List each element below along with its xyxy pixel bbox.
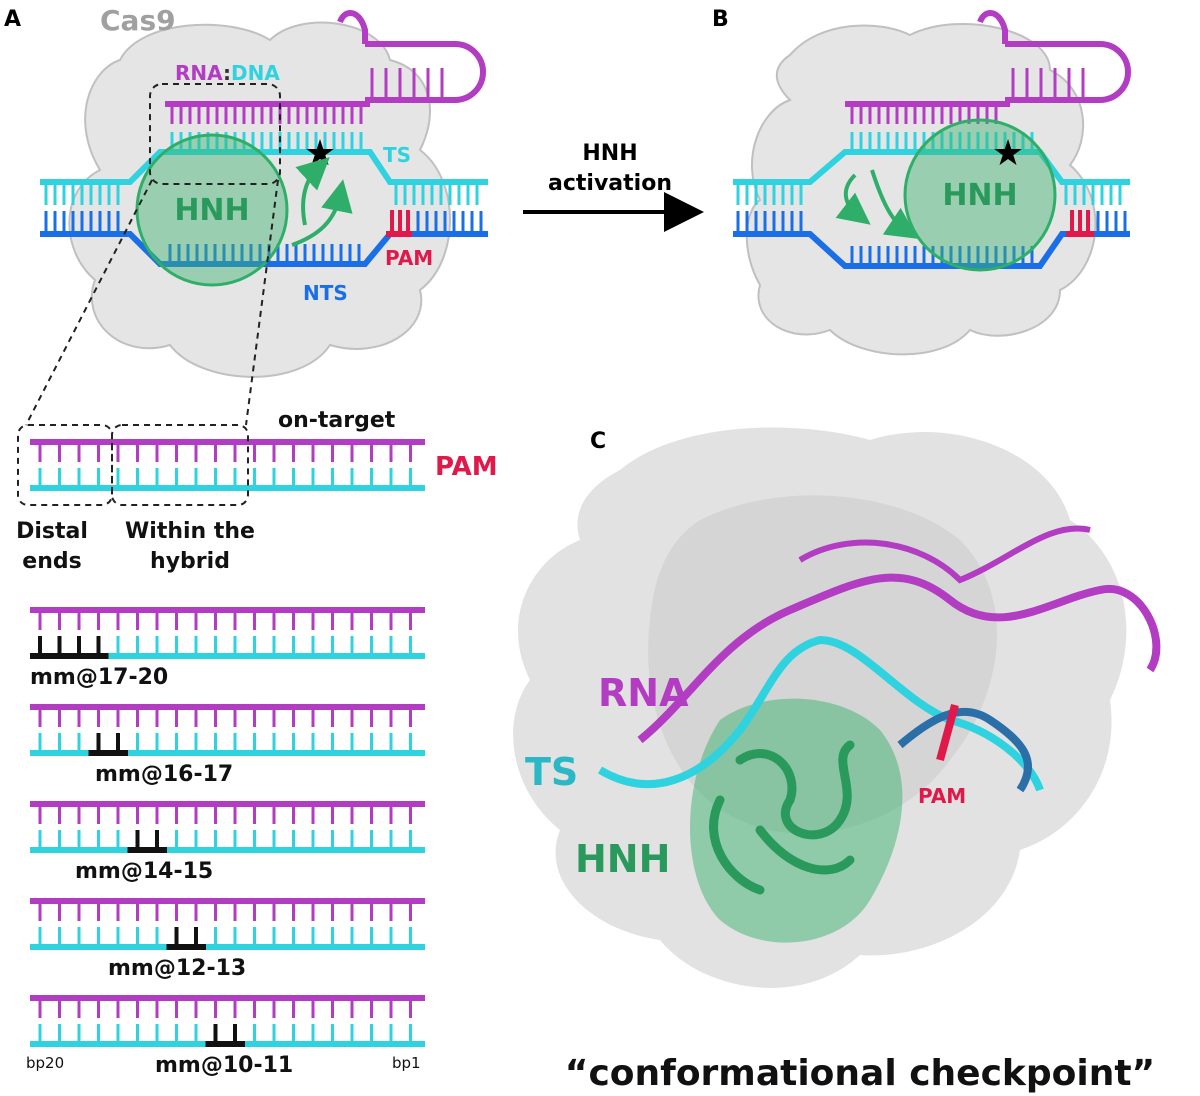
nts-ribbon-c xyxy=(897,707,1033,793)
mismatch-schematic: mm@17-20 xyxy=(30,607,425,690)
hybrid-pam-label: PAM xyxy=(435,452,498,482)
hnh-label-a: HNH xyxy=(174,193,249,228)
on-target-label: on-target xyxy=(278,408,396,433)
bp1-label: bp1 xyxy=(392,1054,421,1072)
distal-label-line1: Distal xyxy=(16,519,88,544)
rna-dna-label-colon: : xyxy=(223,61,231,85)
hybrid-rungs xyxy=(38,442,412,488)
mismatch-schematic: mm@16-17 xyxy=(30,704,425,787)
mismatch-schematics: mm@17-20 mm@16-17 mm@14-15 mm@12-13 mm@10-11 xyxy=(30,607,425,1078)
ts-ribbon-c xyxy=(597,635,1044,792)
bp20-label: bp20 xyxy=(26,1054,64,1072)
cleavage-site-star-a: ★ xyxy=(304,133,336,174)
rna-dna-label-dna: DNA xyxy=(231,61,280,85)
zoom-line-right xyxy=(245,179,279,426)
pam-rungs-b xyxy=(1070,210,1090,234)
mismatch-schematic: mm@14-15 xyxy=(30,801,425,884)
nts-rungs-a xyxy=(44,211,483,264)
rna-ribbon-c xyxy=(637,573,1161,744)
pam-rungs-a xyxy=(390,210,410,234)
movement-arrow-b2 xyxy=(870,169,919,239)
cleavage-site-star-b: ★ xyxy=(992,133,1024,174)
rna-rungs-a xyxy=(170,104,363,124)
mismatch-label: mm@14-15 xyxy=(75,859,213,884)
zoom-line-left xyxy=(25,179,153,426)
movement-arrow-a1 xyxy=(295,157,330,226)
distal-ends-box xyxy=(17,424,113,506)
mismatch-schematic: mm@10-11 xyxy=(30,995,425,1078)
rna-ribbon-c-2 xyxy=(798,525,1091,584)
panel-c-letter: C xyxy=(590,429,606,454)
cas9-label: Cas9 xyxy=(100,4,176,37)
grna-hairpin-a xyxy=(337,10,486,103)
distal-label-line2: ends xyxy=(22,549,81,574)
hnh-label-c: HNH xyxy=(575,837,670,881)
arrow-label-line2: activation xyxy=(548,171,672,196)
pam-label-a: PAM xyxy=(385,246,433,270)
arrow-label-line1: HNH xyxy=(582,141,637,166)
mismatch-label: mm@17-20 xyxy=(30,665,168,690)
rna-rungs-b xyxy=(850,104,998,124)
ts-rungs-b xyxy=(736,132,1122,205)
within-label-line2: hybrid xyxy=(150,549,230,574)
mismatch-label: mm@12-13 xyxy=(108,956,246,981)
nts-label-a: NTS xyxy=(303,281,348,305)
movement-arrow-a2 xyxy=(291,179,353,247)
rna-label-c: RNA xyxy=(598,671,689,715)
ts-label-c: TS xyxy=(525,750,578,794)
mismatch-label: mm@16-17 xyxy=(95,762,233,787)
nts-rungs-b xyxy=(736,211,1127,266)
panel-b-letter: B xyxy=(712,7,729,32)
grna-hairpin-b xyxy=(977,10,1131,103)
hnh-label-b: HNH xyxy=(942,178,1017,213)
pam-ribbon-c xyxy=(936,703,959,762)
hnh-domain-b xyxy=(903,118,1057,272)
grna-hairpin-rungs-a xyxy=(370,68,444,100)
movement-arrow-b1 xyxy=(835,173,871,225)
conformational-checkpoint-caption: “conformational checkpoint” xyxy=(565,1053,1155,1094)
within-hybrid-box xyxy=(111,424,249,506)
mismatch-schematic: mm@12-13 xyxy=(30,898,425,981)
grna-hairpin-rungs-b xyxy=(1011,68,1085,100)
rna-dna-label: RNA:DNA xyxy=(175,61,280,85)
panel-a-letter: A xyxy=(4,7,21,32)
within-label-line1: Within the xyxy=(125,519,255,544)
mismatch-label: mm@10-11 xyxy=(155,1053,293,1078)
rna-dna-label-rna: RNA xyxy=(175,61,223,85)
ts-label-a: TS xyxy=(383,143,411,167)
hnh-ribbon-c xyxy=(709,740,855,895)
pam-label-c: PAM xyxy=(918,784,966,808)
